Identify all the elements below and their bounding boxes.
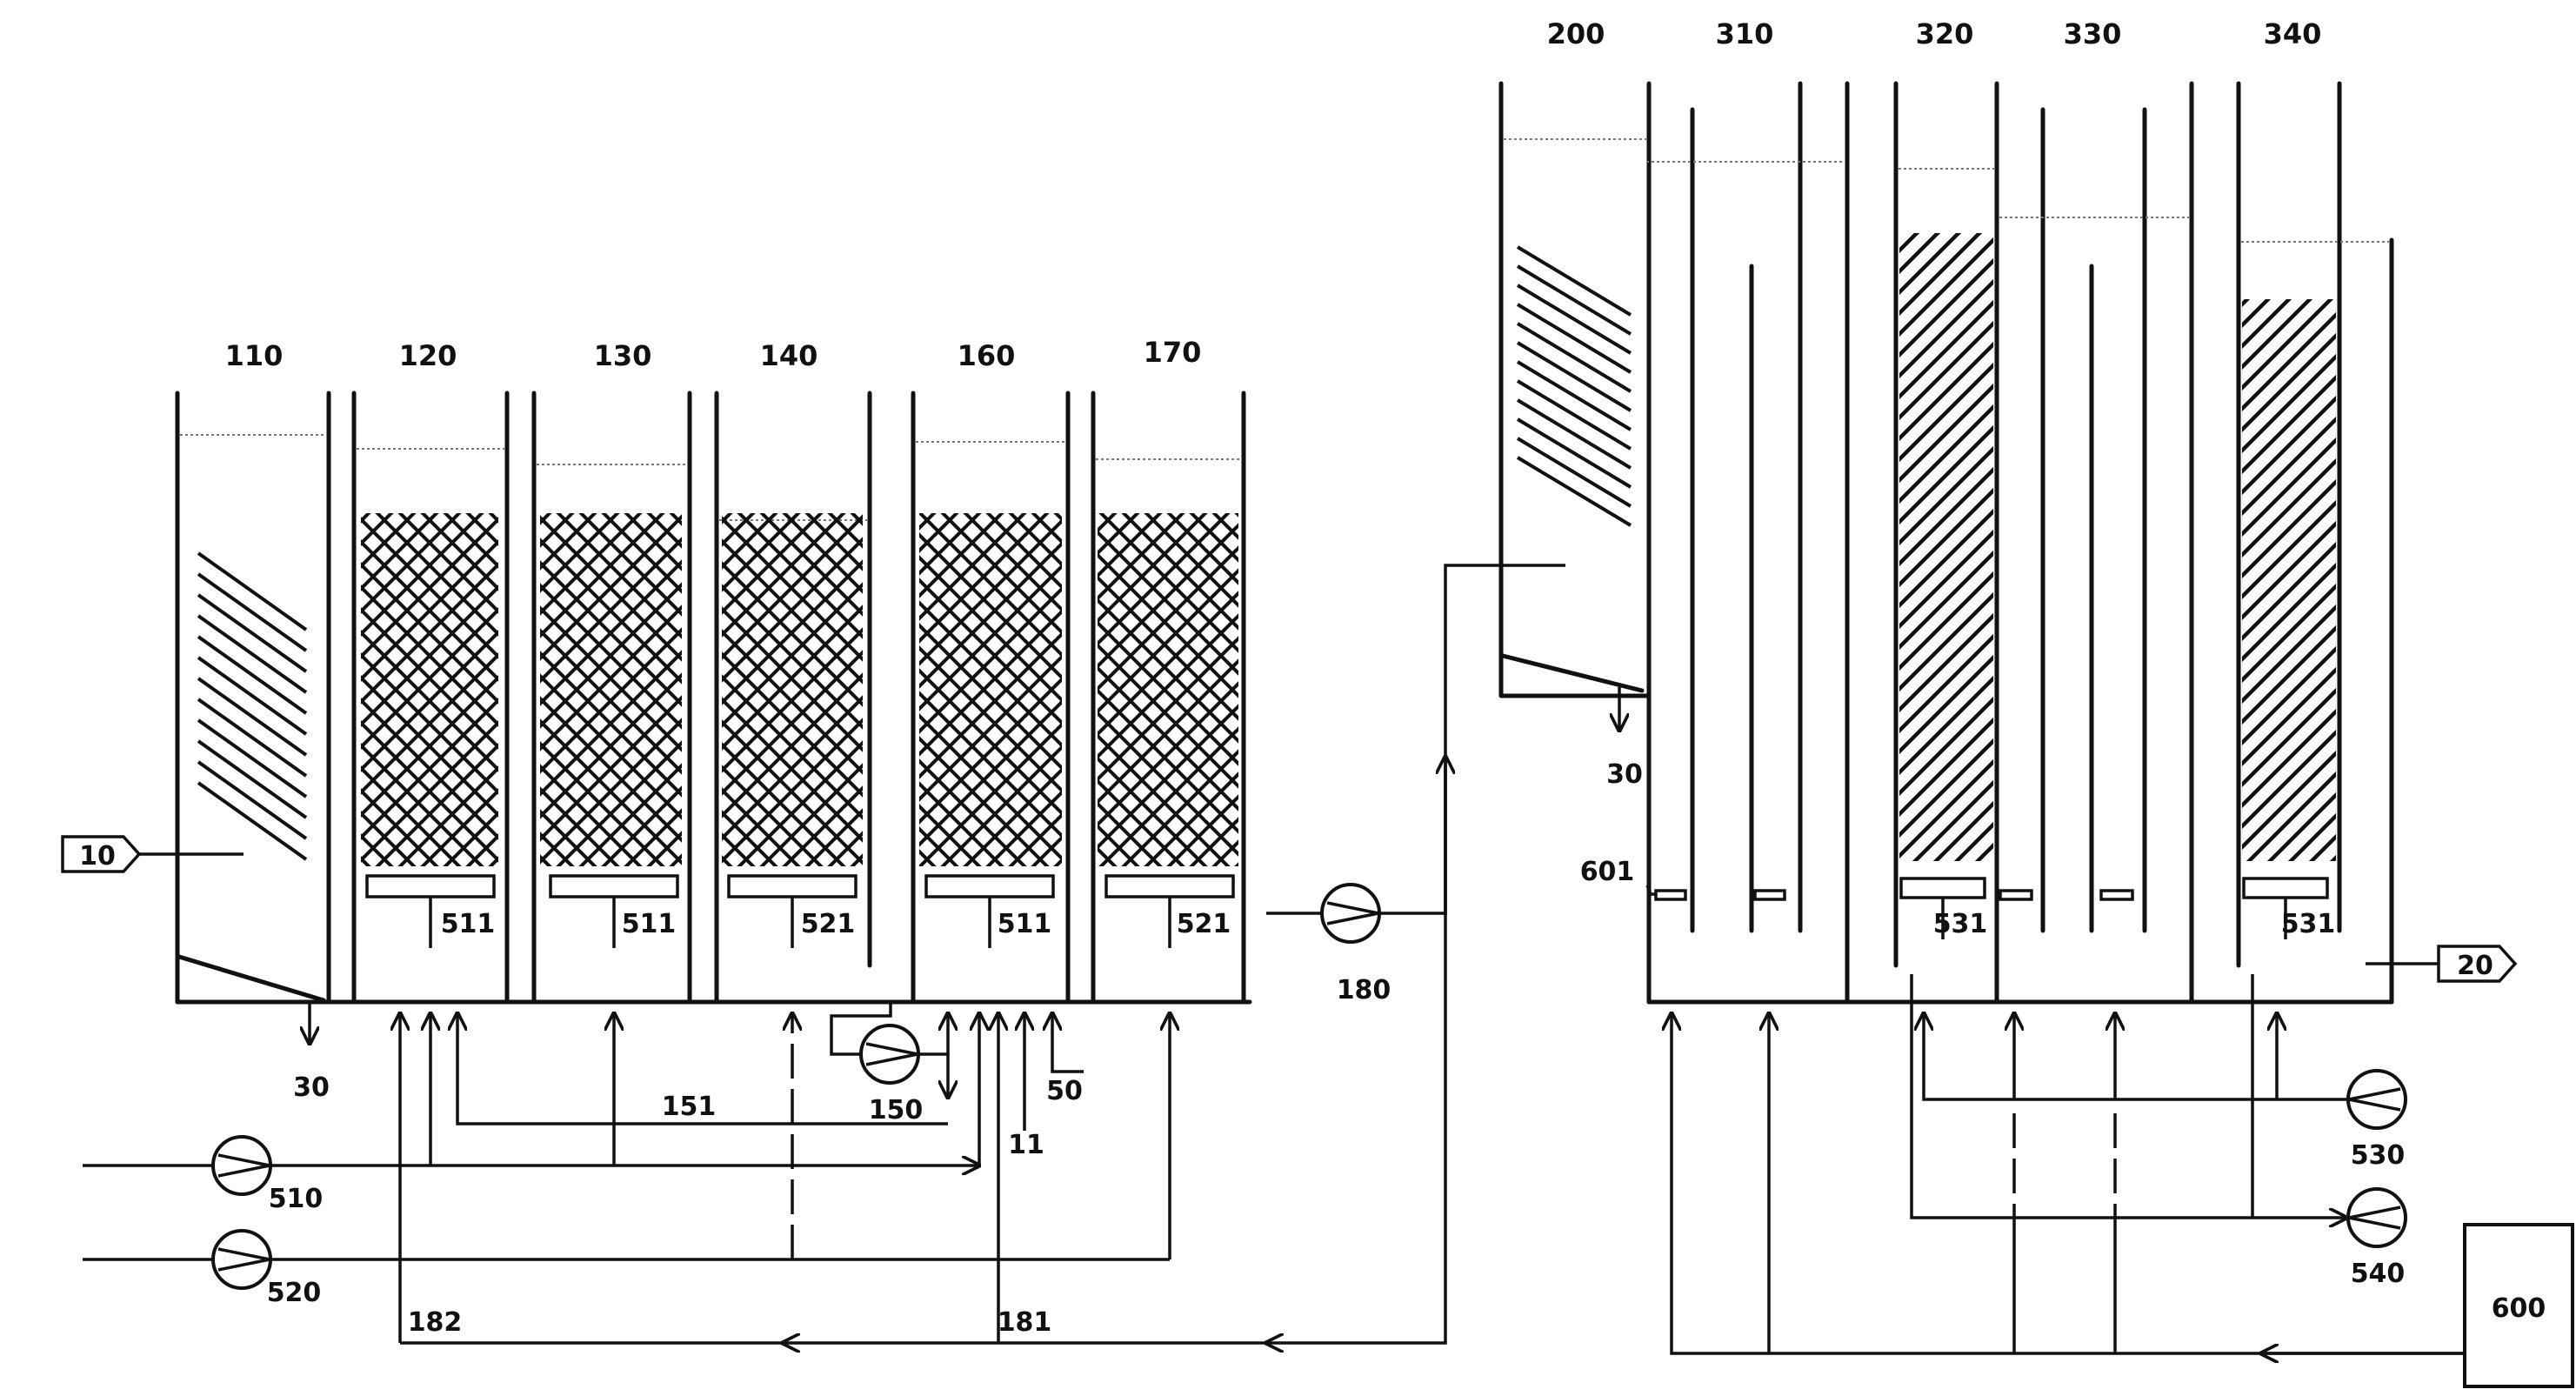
label-pipe-11: 11 — [1008, 1130, 1044, 1160]
label-320: 320 — [1916, 17, 1974, 50]
label-pump-520: 520 — [267, 1278, 322, 1308]
label-pump-150: 150 — [869, 1095, 924, 1125]
label-diffuser-140: 521 — [801, 909, 856, 939]
left-tank-train — [175, 391, 1252, 1005]
label-diffuser-130: 511 — [622, 909, 677, 939]
pump-540-icon — [2346, 1187, 2407, 1248]
inlet-arrow-10 — [61, 835, 142, 873]
diffuser-340 — [2242, 877, 2329, 899]
outlet-arrow-20 — [2437, 945, 2518, 983]
label-diffuser-320: 531 — [1933, 909, 1988, 939]
label-310: 310 — [1716, 17, 1774, 50]
label-330: 330 — [2064, 17, 2122, 50]
label-110: 110 — [225, 339, 284, 372]
label-pipe-50: 50 — [1046, 1076, 1083, 1106]
label-unit-600: 600 — [2492, 1293, 2546, 1324]
pump-510-icon — [211, 1135, 272, 1196]
label-line-151: 151 — [662, 1092, 717, 1122]
label-pump-510: 510 — [269, 1184, 324, 1214]
label-340: 340 — [2264, 17, 2322, 50]
diffuser-160 — [924, 874, 1055, 898]
label-140: 140 — [760, 339, 818, 372]
label-diffuser-340: 531 — [2281, 909, 2336, 939]
label-diffuser-170: 521 — [1177, 909, 1231, 939]
label-pump-540: 540 — [2351, 1259, 2406, 1289]
media-bed-130 — [540, 513, 682, 866]
label-pump-180: 180 — [1337, 975, 1391, 1005]
pump-150-icon — [859, 1024, 920, 1085]
pump-530-icon — [2346, 1069, 2407, 1130]
label-diffuser-120: 511 — [441, 909, 496, 939]
media-bed-340 — [2242, 299, 2336, 861]
diffuser-330b — [2099, 889, 2134, 901]
media-bed-170 — [1098, 513, 1238, 866]
media-bed-140 — [722, 513, 863, 866]
media-bed-120 — [361, 513, 498, 866]
label-200: 200 — [1547, 17, 1605, 50]
label-130: 130 — [594, 339, 652, 372]
label-diffuser-160: 511 — [998, 909, 1052, 939]
pump-520-icon — [211, 1229, 272, 1290]
diffuser-170 — [1104, 874, 1235, 898]
label-160: 160 — [958, 339, 1016, 372]
label-sludge-30-left: 30 — [293, 1072, 330, 1103]
diffuser-330a — [1999, 889, 2033, 901]
label-sensor-601: 601 — [1580, 857, 1635, 887]
media-bed-320 — [1899, 233, 1993, 861]
lamella-settler-110 — [197, 551, 308, 861]
label-170: 170 — [1144, 336, 1202, 369]
diffuser-601 — [1654, 889, 1687, 901]
diffuser-140 — [727, 874, 858, 898]
label-outlet-20: 20 — [2457, 951, 2493, 981]
lamella-settler-200 — [1516, 245, 1632, 527]
label-inlet-10: 10 — [79, 841, 116, 872]
labels: 110 120 130 140 160 170 200 310 320 330 … — [79, 17, 2546, 1338]
control-unit-600 — [2463, 1223, 2574, 1388]
label-line-181: 181 — [998, 1307, 1052, 1338]
label-pump-530: 530 — [2351, 1140, 2406, 1171]
right-tank-train — [1498, 81, 2394, 1005]
label-sludge-30-right: 30 — [1606, 759, 1643, 790]
diffuser-310 — [1753, 889, 1786, 901]
diffuser-120 — [365, 874, 496, 898]
diffuser-130 — [549, 874, 679, 898]
label-line-182: 182 — [408, 1307, 463, 1338]
piping — [61, 564, 2518, 1353]
label-120: 120 — [399, 339, 457, 372]
diffuser-320 — [1899, 877, 1986, 899]
media-bed-160 — [919, 513, 1062, 866]
pump-180-icon — [1320, 883, 1381, 944]
